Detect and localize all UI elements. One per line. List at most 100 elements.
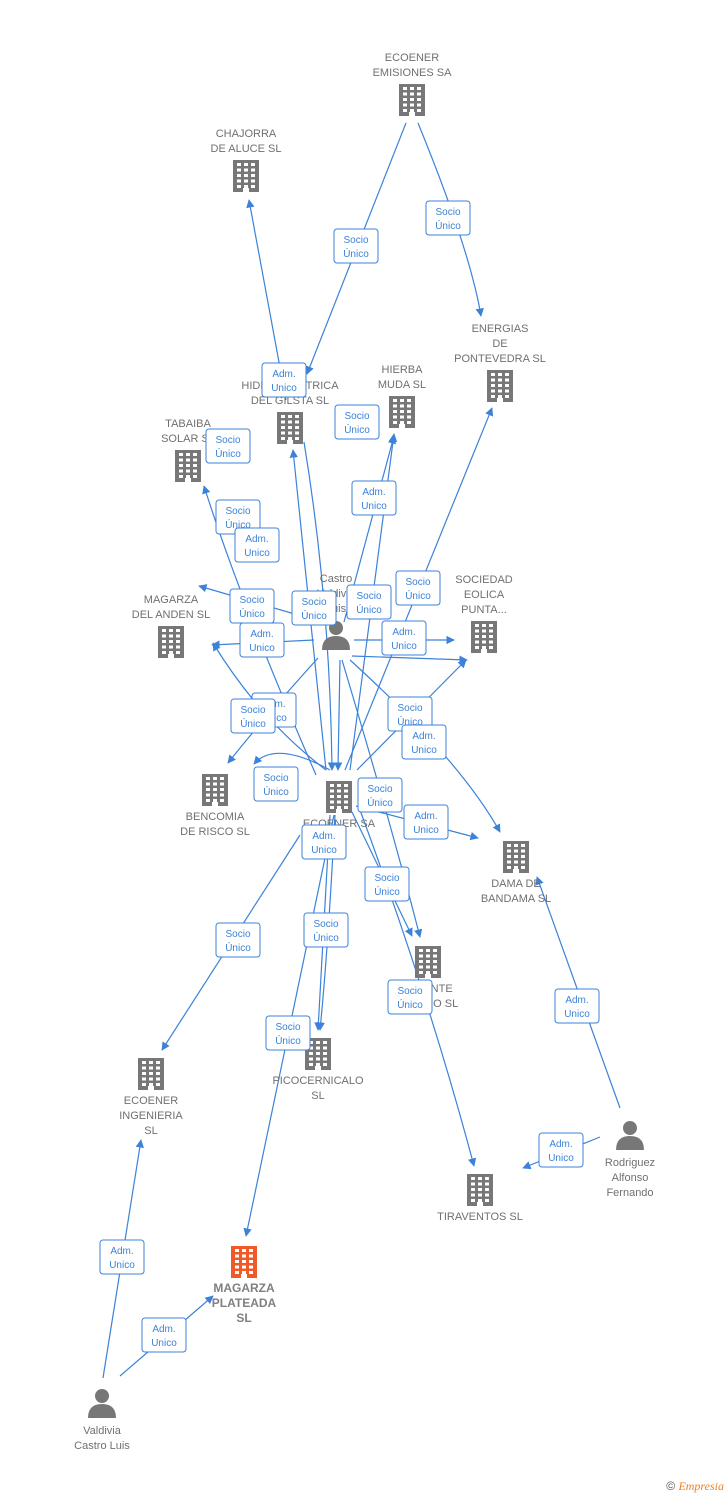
building-icon[interactable] bbox=[202, 774, 228, 806]
badge-label: Adm. bbox=[272, 369, 295, 380]
badge-label: Único bbox=[239, 607, 265, 620]
badge-label: Único bbox=[215, 447, 241, 460]
relation-badge[interactable]: Adm.Unico bbox=[401, 724, 447, 760]
relation-badge[interactable]: Adm.Unico bbox=[351, 480, 397, 516]
building-icon[interactable] bbox=[158, 626, 184, 658]
building-icon[interactable] bbox=[233, 160, 259, 192]
badge-label: Socio bbox=[356, 591, 381, 602]
badge-label: Unico bbox=[151, 1338, 177, 1349]
badge-label: Socio bbox=[225, 506, 250, 517]
badge-label: Adm. bbox=[245, 534, 268, 545]
badge-label: Único bbox=[367, 796, 393, 809]
relation-badge[interactable]: Adm. Unico bbox=[403, 804, 449, 840]
badge-label: Único bbox=[225, 941, 251, 954]
node-label: DEL ANDEN SL bbox=[132, 609, 210, 621]
relation-badge[interactable]: Adm.Unico bbox=[239, 622, 285, 658]
node-label: SL bbox=[236, 1311, 251, 1325]
person-icon[interactable] bbox=[88, 1389, 116, 1418]
badge-label: Unico bbox=[249, 643, 275, 654]
badge-label: Único bbox=[275, 1034, 301, 1047]
badge-label: Único bbox=[435, 219, 461, 232]
building-icon[interactable] bbox=[326, 781, 352, 813]
badge-label: Unico bbox=[413, 825, 439, 836]
brand-logo[interactable]: Empresia bbox=[678, 1479, 724, 1493]
building-icon[interactable] bbox=[399, 84, 425, 116]
building-icon[interactable] bbox=[467, 1174, 493, 1206]
node-label: SOLAR SL bbox=[161, 433, 215, 445]
badge-label: Adm. bbox=[392, 627, 415, 638]
relation-badge[interactable]: Adm.Unico bbox=[261, 362, 307, 398]
node-label: BENCOMIA bbox=[186, 811, 245, 823]
badge-label: Adm. bbox=[414, 811, 437, 822]
relation-badge[interactable]: Adm.Unico bbox=[301, 824, 347, 860]
badge-label: Socio bbox=[405, 577, 430, 588]
badge-label: Unico bbox=[361, 501, 387, 512]
building-icon[interactable] bbox=[487, 370, 513, 402]
relation-badge[interactable]: Adm. Unico bbox=[141, 1317, 187, 1353]
building-icon[interactable] bbox=[471, 621, 497, 653]
company-node[interactable]: TIRAVENTOS SL bbox=[437, 1174, 523, 1223]
badge-label: Socio bbox=[240, 705, 265, 716]
person-icon[interactable] bbox=[322, 621, 350, 650]
badge-label: Único bbox=[397, 998, 423, 1011]
badge-label: Único bbox=[301, 609, 327, 622]
edges-layer bbox=[102, 122, 621, 1379]
building-icon[interactable] bbox=[231, 1246, 257, 1278]
company-node[interactable]: SOCIEDADEOLICAPUNTA... bbox=[455, 574, 513, 653]
node-label: DE bbox=[492, 338, 507, 350]
building-icon[interactable] bbox=[389, 396, 415, 428]
relation-badge[interactable]: Adm.Unico bbox=[99, 1239, 145, 1275]
node-label: ECOENER bbox=[385, 52, 439, 64]
relation-badge[interactable]: Adm.Unico bbox=[554, 988, 600, 1024]
badge-label: Socio bbox=[313, 919, 338, 930]
building-icon[interactable] bbox=[138, 1058, 164, 1090]
badge-label: Único bbox=[263, 785, 289, 798]
node-label: PLATEADA bbox=[212, 1296, 277, 1310]
badge-label: Adm. bbox=[152, 1324, 175, 1335]
badge-label: Socio bbox=[435, 207, 460, 218]
building-icon[interactable] bbox=[277, 412, 303, 444]
person-icon[interactable] bbox=[616, 1121, 644, 1150]
node-label: Castro bbox=[320, 573, 352, 585]
building-icon[interactable] bbox=[415, 946, 441, 978]
badge-label: Socio bbox=[275, 1022, 300, 1033]
building-icon[interactable] bbox=[175, 450, 201, 482]
relation-badge[interactable]: Adm.Unico bbox=[234, 527, 280, 563]
relation-badge[interactable]: Adm.Unico bbox=[538, 1132, 584, 1168]
building-icon[interactable] bbox=[503, 841, 529, 873]
node-label: ENERGIAS bbox=[472, 323, 529, 335]
node-label: MUDA SL bbox=[378, 379, 426, 391]
relation-badge[interactable]: Adm.Unico bbox=[381, 620, 427, 656]
badge-label: Adm. bbox=[312, 831, 335, 842]
badge-label: Socio bbox=[301, 597, 326, 608]
relation-edge bbox=[351, 655, 468, 664]
